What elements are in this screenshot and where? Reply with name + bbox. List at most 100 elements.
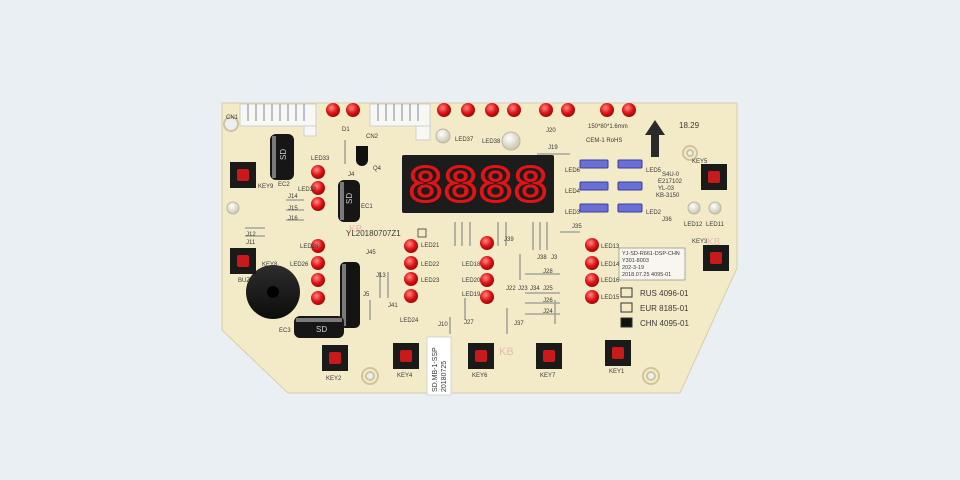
label-key8: KEY8	[262, 262, 278, 268]
label-j19: J19	[548, 145, 558, 151]
mid-left-led-column	[404, 239, 418, 303]
button-key6[interactable]	[468, 343, 494, 369]
label-j11: J11	[246, 240, 256, 246]
connector-cn2	[369, 103, 431, 141]
buzzer	[246, 265, 300, 319]
label-q4: Q4	[373, 166, 382, 172]
led-red	[600, 103, 614, 117]
svg-text:E217102: E217102	[658, 179, 683, 185]
label-j16: J16	[288, 216, 298, 222]
label-cn1: CN1	[226, 115, 239, 121]
spec-line-2: CEM-1 RoHS	[586, 138, 622, 144]
svg-text:S4U-0: S4U-0	[662, 172, 680, 178]
button-key7[interactable]	[536, 343, 562, 369]
label-j35: J35	[572, 224, 582, 230]
label-j28: J28	[543, 269, 553, 275]
button-key4[interactable]	[393, 343, 419, 369]
cert-mark-box	[417, 228, 427, 238]
label-led16: LED16	[601, 278, 620, 284]
button-key9[interactable]	[230, 162, 256, 188]
label-key9: KEY9	[258, 184, 274, 190]
label-j41: J41	[388, 303, 398, 309]
label-j37: J37	[514, 321, 524, 327]
led-red	[346, 103, 360, 117]
label-led5: LED5	[646, 168, 662, 174]
button-key5[interactable]	[701, 164, 727, 190]
led-red	[561, 103, 575, 117]
label-j13: J13	[376, 273, 386, 279]
label-j5: J5	[363, 292, 370, 298]
label-led38: LED38	[482, 139, 501, 145]
left-led-column	[311, 165, 325, 305]
led-red	[437, 103, 451, 117]
led-red	[507, 103, 521, 117]
label-led37: LED37	[455, 137, 474, 143]
variant-list: RUS 4096-01 EUR 8185-01 CHN 4095-01	[620, 287, 689, 328]
button-key3[interactable]	[703, 245, 729, 271]
variant-rus: RUS 4096-01	[640, 289, 689, 298]
label-j14: J14	[288, 194, 298, 200]
right-led-column	[585, 238, 599, 304]
label-led21: LED21	[421, 243, 440, 249]
label-j27: J27	[464, 320, 474, 326]
label-j15: J15	[288, 206, 298, 212]
label-j4: J4	[348, 172, 355, 178]
seven-segment-display: 8888	[402, 155, 554, 214]
label-led24: LED24	[400, 318, 419, 324]
variant-eur: EUR 8185-01	[640, 304, 689, 313]
label-j10: J10	[438, 322, 448, 328]
variant-box-eur	[620, 302, 633, 313]
jumper-wires	[245, 140, 580, 334]
label-led13: LED13	[601, 244, 620, 250]
label-key4: KEY4	[397, 373, 413, 379]
kb-mark: KB	[499, 346, 514, 358]
capacitor-ec3: SD	[294, 316, 344, 338]
label-key3: KEY3	[692, 239, 708, 245]
capacitor-ec1: SD	[338, 180, 360, 222]
sticker-line-1: SD.MB-1-SSP	[432, 347, 439, 392]
connector-cn1	[239, 103, 317, 137]
label-key2: KEY2	[326, 376, 342, 382]
capacitor-ec2: SD	[270, 134, 294, 180]
label-led12: LED12	[684, 222, 703, 228]
label-led2: LED2	[646, 210, 662, 216]
label-buz: BUZ	[238, 278, 250, 284]
capacitor-large	[340, 262, 360, 328]
label-j3: J3	[551, 255, 558, 261]
label-led14: LED14	[601, 262, 620, 268]
label-j12: J12	[246, 232, 256, 238]
label-j20: J20	[546, 128, 556, 134]
label-j23: J23	[518, 286, 528, 292]
label-led20: LED20	[462, 278, 481, 284]
display-digits: 8888	[408, 158, 548, 212]
model-block: S4U-0 E217102 YL-03 KB-3150	[656, 172, 683, 199]
variant-box-chn	[620, 317, 633, 328]
led-red	[485, 103, 499, 117]
button-key2[interactable]	[322, 345, 348, 371]
blue-smd-leds	[579, 159, 643, 213]
label-key1: KEY1	[609, 369, 625, 375]
svg-text:KB-3150: KB-3150	[656, 193, 680, 199]
white-leds	[226, 128, 722, 215]
label-led33: LED33	[311, 156, 330, 162]
label-led11: LED11	[706, 222, 725, 228]
button-key1[interactable]	[605, 340, 631, 366]
label-led4: LED4	[565, 189, 581, 195]
mid-led-column	[480, 236, 494, 304]
label-key7: KEY7	[540, 373, 556, 379]
label-ec2: EC2	[278, 182, 290, 188]
led-red	[461, 103, 475, 117]
label-key6: KEY6	[472, 373, 488, 379]
label-j25: J25	[543, 286, 553, 292]
label-j26: J26	[543, 298, 553, 304]
date-code: YL20180707Z1	[346, 229, 401, 238]
button-key8[interactable]	[230, 248, 256, 274]
batch-sticker: SD.MB-1-SSP 20180725	[426, 336, 452, 396]
label-j36: J36	[662, 217, 672, 223]
svg-text:YJ-SD-R661-DSP-CHN: YJ-SD-R661-DSP-CHN	[622, 251, 680, 257]
label-key5: KEY5	[692, 159, 708, 165]
label-ec3: EC3	[279, 328, 291, 334]
top-led-row	[326, 103, 636, 117]
label-j24: J24	[543, 309, 553, 315]
